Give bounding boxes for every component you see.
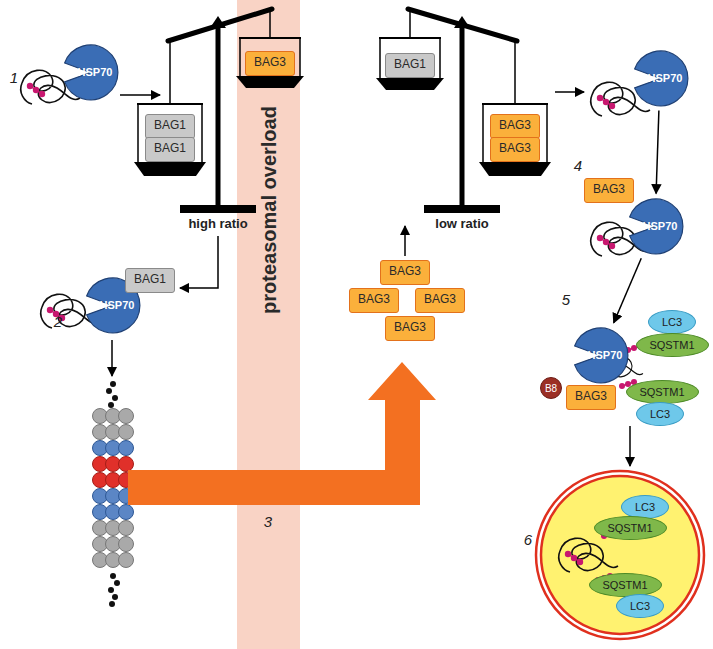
node-text: BAG3: [389, 265, 421, 278]
lc3-ellipse: LC3: [616, 594, 664, 618]
bag3-box: BAG3: [349, 288, 399, 313]
sqstm1-ellipse: SQSTM1: [636, 333, 709, 357]
bag3-box: BAG3: [490, 137, 540, 162]
bag3-box: BAG3: [584, 178, 634, 203]
bag3-box: BAG3: [245, 51, 295, 76]
proteasome: [93, 381, 134, 607]
bag3-box: BAG3: [566, 385, 616, 410]
node-text: BAG3: [394, 321, 426, 334]
node-text: BAG1: [154, 119, 186, 132]
bag8-circle: B8: [540, 377, 562, 399]
node-text: SQSTM1: [607, 522, 652, 534]
node-text: LC3: [662, 316, 682, 328]
autophagosome: [536, 471, 704, 639]
step-number: 3: [264, 514, 272, 531]
node-text: HSP70: [100, 299, 135, 311]
bag3-box: BAG3: [380, 260, 430, 285]
flow-arrow: [614, 258, 642, 323]
overload-band: [237, 0, 300, 649]
node-text: B8: [545, 383, 557, 394]
bag3-box: BAG3: [415, 288, 465, 313]
induction-arrow: [128, 362, 436, 505]
lc3-ellipse: LC3: [648, 310, 696, 334]
sqstm1-ellipse: SQSTM1: [594, 516, 667, 540]
flow-arrow: [656, 110, 659, 193]
node-text: proteasomal overload: [258, 106, 280, 314]
node-text: LC3: [630, 600, 650, 612]
ratio-label: low ratio: [435, 217, 488, 231]
sqstm1-ellipse: SQSTM1: [626, 380, 699, 404]
bag1-box: BAG1: [385, 53, 435, 78]
node-text: BAG1: [394, 58, 426, 71]
node-text: BAG3: [254, 56, 286, 69]
step-number: 4: [574, 158, 582, 175]
node-text: SQSTM1: [602, 579, 647, 591]
bag3-box: BAG3: [385, 316, 435, 341]
node-text: LC3: [635, 501, 655, 513]
node-text: HSP70: [643, 220, 678, 232]
bag1-box: BAG1: [125, 268, 175, 293]
node-text: BAG3: [499, 142, 531, 155]
node-text: SQSTM1: [639, 386, 684, 398]
ratio-label: high ratio: [188, 217, 247, 231]
overload-band: proteasomal overload: [237, 0, 300, 649]
node-text: BAG1: [134, 273, 166, 286]
step-number: 6: [524, 532, 532, 549]
step-number: 1: [10, 70, 18, 87]
node-text: BAG3: [358, 293, 390, 306]
node-text: BAG3: [575, 390, 607, 403]
sqstm1-ellipse: SQSTM1: [589, 573, 662, 597]
bag1-box: BAG1: [145, 114, 195, 139]
balance-scale: [376, 9, 551, 213]
step-number: 5: [562, 292, 570, 309]
node-text: HSP70: [78, 66, 113, 78]
node-text: HSP70: [648, 72, 683, 84]
node-text: BAG3: [499, 119, 531, 132]
node-text: HSP70: [588, 349, 623, 361]
node-text: SQSTM1: [649, 339, 694, 351]
hsp70-chaperone: HSP70: [571, 326, 630, 385]
hsp70-chaperone: HSP70: [631, 49, 690, 108]
lc3-ellipse: LC3: [636, 402, 684, 426]
step-number: 2: [54, 314, 62, 331]
hsp70-chaperone: HSP70: [61, 43, 120, 102]
node-text: LC3: [650, 408, 670, 420]
bag1-box: BAG1: [145, 137, 195, 162]
hsp70-chaperone: HSP70: [626, 197, 685, 256]
bag3-box: BAG3: [490, 114, 540, 139]
node-text: BAG1: [154, 142, 186, 155]
node-text: BAG3: [593, 183, 625, 196]
node-text: BAG3: [424, 293, 456, 306]
